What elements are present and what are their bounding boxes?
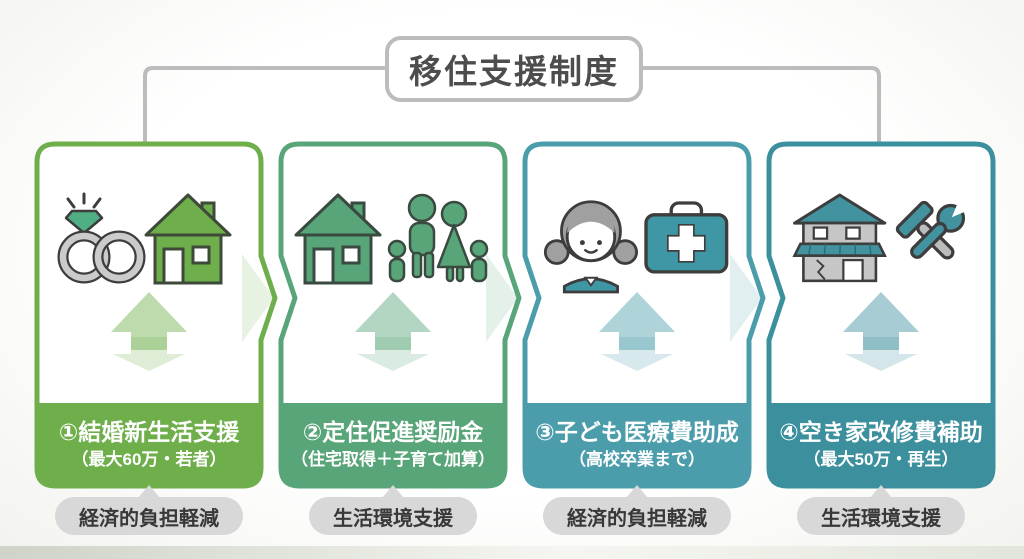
card-subheading: （住宅取得＋子育て加算） [291, 450, 495, 470]
card-subheading: （最大60万・若者） [71, 450, 227, 470]
first-aid-kit-icon [644, 201, 729, 274]
card-footer-band [769, 403, 993, 486]
support-tag-bubble: 生活環境支援 [797, 485, 965, 535]
card-caption: ④空き家改修費補助 （最大50万・再生） [769, 405, 993, 483]
card-shape [766, 141, 996, 489]
card-footer-band [281, 403, 505, 486]
family-icon [387, 193, 489, 283]
up-arrow-icon [111, 292, 187, 350]
card-subheading: （高校卒業まで） [569, 450, 705, 470]
wrench-icon [910, 199, 970, 259]
card-footer-band [525, 403, 749, 486]
down-arrow-icon [601, 337, 673, 371]
card-shape [34, 141, 278, 489]
card-subheading: （最大50万・再生） [803, 450, 959, 470]
card-caption: ③子ども医療費助成 （高校卒業まで） [525, 405, 749, 483]
house-icon [144, 193, 232, 285]
card-caption: ①結婚新生活支援 （最大60万・若者） [37, 405, 261, 483]
card-marriage-support: ①結婚新生活支援 （最大60万・若者） [20, 141, 278, 489]
support-tag-bubble: 経済的負担軽減 [543, 485, 731, 535]
card-child-medical: ③子ども医療費助成 （高校卒業まで） [508, 141, 766, 489]
title-box: 移住支援制度 [385, 36, 643, 102]
bottom-edge-band [0, 546, 1024, 559]
card-settlement-incentive: ②定住促進奨励金 （住宅取得＋子育て加算） [264, 141, 522, 489]
page-title: 移住支援制度 [409, 53, 619, 90]
up-arrow-icon [843, 292, 919, 350]
support-tag-bubble: 経済的負担軽減 [55, 485, 243, 535]
card-shape [522, 141, 766, 489]
card-footer-band [37, 403, 261, 486]
card-shape [278, 141, 522, 489]
card-heading: ③子ども医療費助成 [535, 418, 739, 445]
wedding-rings-icon [57, 192, 146, 284]
card-heading: ①結婚新生活支援 [58, 418, 240, 445]
old-house-icon [792, 193, 887, 283]
down-arrow-icon [845, 337, 917, 371]
hammer-wrench-icon [895, 199, 970, 260]
up-arrow-icon [355, 292, 431, 350]
down-arrow-icon [113, 337, 185, 371]
chevron-arrow-icon [486, 254, 518, 342]
card-heading: ②定住促進奨励金 [302, 418, 484, 445]
chevron-arrow-icon [730, 254, 762, 342]
up-arrow-icon [599, 292, 675, 350]
card-heading: ④空き家改修費補助 [779, 418, 983, 445]
card-caption: ②定住促進奨励金 （住宅取得＋子育て加算） [281, 405, 505, 483]
down-arrow-icon [357, 337, 429, 371]
chevron-arrow-icon [242, 254, 274, 342]
child-icon [543, 200, 638, 294]
support-tag-bubble: 生活環境支援 [309, 485, 477, 535]
card-vacant-house-renovation: ④空き家改修費補助 （最大50万・再生） [752, 141, 1010, 489]
house-icon [294, 193, 382, 285]
